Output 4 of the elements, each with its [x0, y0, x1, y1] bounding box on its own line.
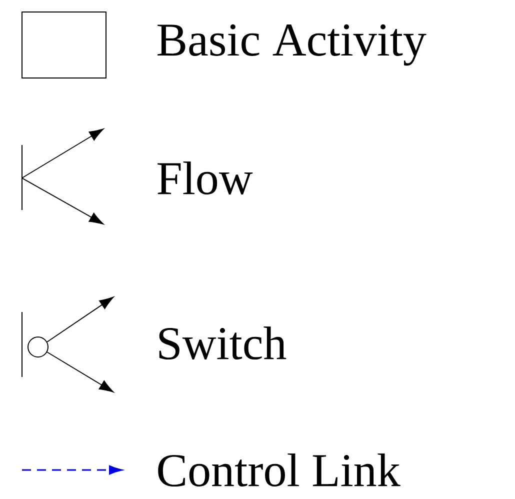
legend-label: Control Link	[158, 453, 400, 487]
legend-label: Flow	[158, 161, 253, 195]
legend-label: Basic Activity	[158, 24, 426, 66]
legend-label: Switch	[159, 326, 286, 360]
